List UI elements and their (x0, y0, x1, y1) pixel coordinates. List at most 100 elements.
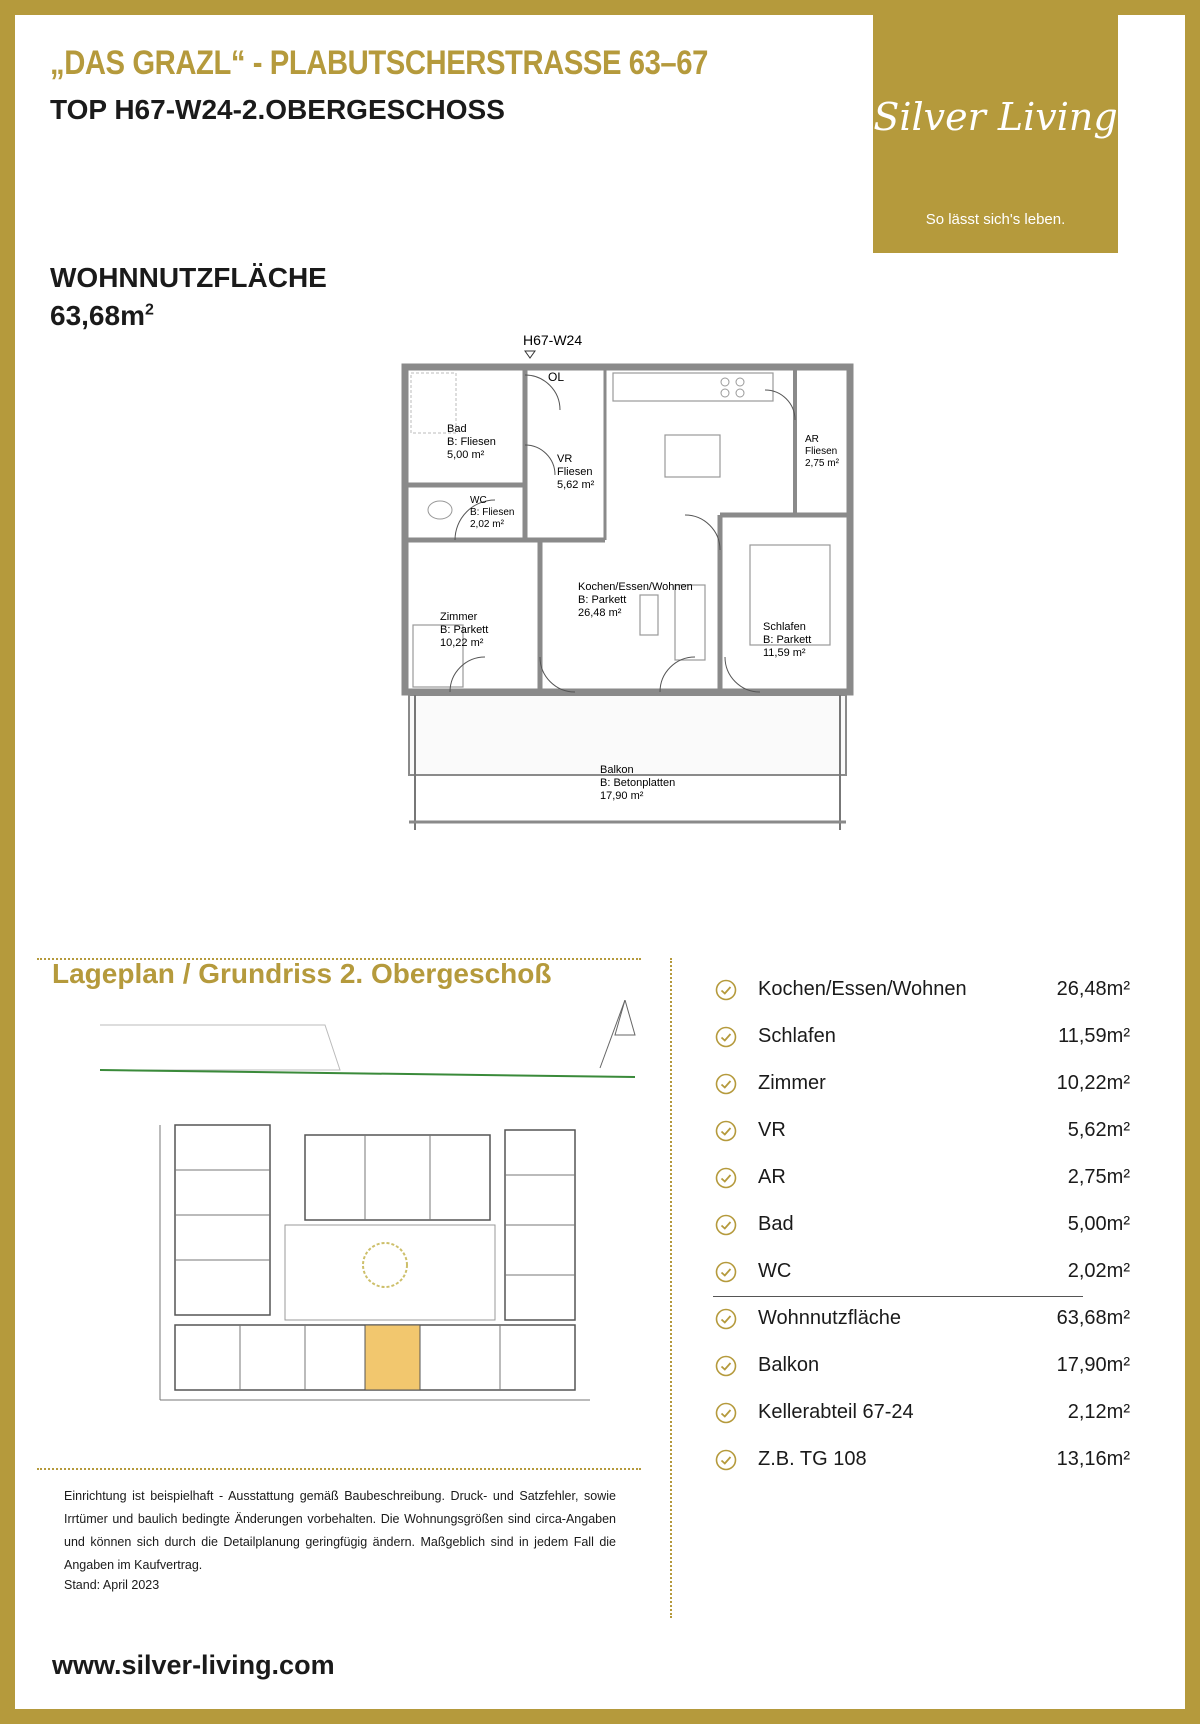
room-list-item: Balkon 17,90m² (715, 1351, 1130, 1398)
svg-text:Schlafen: Schlafen (763, 621, 806, 633)
check-circle-icon (715, 1355, 737, 1377)
check-circle-icon (715, 1026, 737, 1048)
svg-text:2,75 m²: 2,75 m² (805, 458, 840, 469)
door-swing (764, 389, 796, 421)
room-list-name: Wohnnutzfläche (758, 1307, 902, 1329)
room-list-name: AR (758, 1166, 786, 1188)
stove-icon (735, 388, 745, 398)
room-list-value: 63,68m² (1056, 1307, 1130, 1329)
highlighted-unit (364, 1324, 421, 1391)
check-circle-icon (715, 1402, 737, 1424)
courtyard-tree-icon (362, 1242, 408, 1288)
door-swing (524, 444, 556, 476)
svg-text:Fliesen: Fliesen (805, 446, 837, 457)
svg-text:B: Parkett: B: Parkett (440, 624, 488, 636)
stove-icon (735, 377, 745, 387)
room-list-value: 11,59m² (1058, 1025, 1130, 1047)
unit-subtitle: TOP H67-W24-2.OBERGESCHOSS (50, 94, 505, 125)
room-list-value: 5,00m² (1067, 1213, 1130, 1235)
door-swing (539, 656, 576, 693)
kitchen-counter (612, 372, 774, 402)
room-list-name: Schlafen (758, 1025, 836, 1047)
check-circle-icon (715, 1449, 737, 1471)
room-list-item: VR 5,62m² (715, 1116, 1130, 1163)
svg-text:Fliesen: Fliesen (557, 466, 592, 478)
coffee-table (639, 594, 659, 636)
room-list-value: 13,16m² (1056, 1448, 1130, 1470)
svg-text:10,22 m²: 10,22 m² (440, 637, 484, 649)
logo-wordmark: Silver Living (873, 95, 1118, 139)
room-list-value: 5,62m² (1067, 1119, 1130, 1141)
dining-table (664, 434, 721, 478)
living-area-label: WOHNNUTZFLÄCHE (50, 262, 327, 293)
svg-text:B: Parkett: B: Parkett (763, 634, 811, 646)
divider (37, 1468, 641, 1470)
room-list-item: Bad 5,00m² (715, 1210, 1130, 1257)
site-boundary (100, 1024, 341, 1071)
room-list-name: Kellerabteil 67-24 (758, 1401, 914, 1423)
website-link[interactable]: www.silver-living.com (52, 1650, 335, 1680)
svg-text:B: Betonplatten: B: Betonplatten (600, 777, 675, 789)
svg-text:B: Parkett: B: Parkett (578, 594, 626, 606)
bed (412, 624, 464, 688)
svg-text:Balkon: Balkon (600, 764, 634, 776)
room-list-value: 10,22m² (1056, 1072, 1130, 1094)
room-list-value: 17,90m² (1056, 1354, 1130, 1376)
logo-tagline: So lässt sich's leben. (925, 211, 1066, 228)
page-title: „DAS GRAZL“ - PLABUTSCHERSTRASSE 63–67 (50, 44, 708, 82)
room-label-wc: WC B: Fliesen 2,02 m² (470, 495, 514, 530)
room-list-value: 26,48m² (1056, 978, 1130, 1000)
svg-text:5,62 m²: 5,62 m² (557, 479, 595, 491)
room-list-name: Bad (758, 1213, 794, 1235)
svg-text:17,90 m²: 17,90 m² (600, 790, 644, 802)
site-plan (99, 1000, 636, 1401)
site-plan-title: Lageplan / Grundriss 2. Obergeschoß (52, 958, 552, 989)
door-swing (454, 499, 496, 541)
check-circle-icon (715, 1308, 737, 1330)
stove-icon (720, 388, 730, 398)
room-label-vr: VR Fliesen 5,62 m² (557, 453, 595, 491)
svg-text:B: Fliesen: B: Fliesen (447, 436, 496, 448)
check-circle-icon (715, 1073, 737, 1095)
svg-text:11,59 m²: 11,59 m² (763, 647, 806, 659)
street-line (99, 1069, 636, 1078)
room-list-item: Zimmer 10,22m² (715, 1069, 1130, 1116)
divider (37, 958, 641, 960)
room-list-name: WC (758, 1260, 792, 1282)
room-label-ar: AR Fliesen 2,75 m² (805, 434, 840, 469)
disclaimer-text: Einrichtung ist beispielhaft - Ausstattu… (64, 1489, 616, 1572)
floor-plan: H67-W24 OL Bad B: Fliesen 5,00 m² (401, 332, 854, 830)
room-list-name: Zimmer (758, 1072, 826, 1094)
svg-text:B: Fliesen: B: Fliesen (470, 507, 514, 518)
sofa (674, 584, 706, 661)
toilet-icon (427, 500, 453, 520)
living-area-value: 63,68m2 (50, 300, 154, 331)
divider (670, 958, 672, 1618)
svg-text:5,00 m²: 5,00 m² (447, 449, 485, 461)
courtyard (284, 1224, 496, 1321)
room-list-name: VR (758, 1119, 786, 1141)
svg-text:WC: WC (470, 495, 487, 506)
room-list-divider (713, 1296, 1083, 1297)
room-list-item: Schlafen 11,59m² (715, 1022, 1130, 1069)
door-swing (659, 656, 696, 693)
door-swing (524, 374, 561, 411)
building-west (174, 1124, 271, 1316)
check-circle-icon (715, 1261, 737, 1283)
check-circle-icon (715, 979, 737, 1001)
room-label-zimmer: Zimmer B: Parkett 10,22 m² (440, 611, 488, 649)
entrance-marker-icon (524, 350, 536, 359)
building-north (304, 1134, 491, 1221)
svg-text:VR: VR (557, 453, 572, 465)
door-swing (449, 656, 486, 693)
check-circle-icon (715, 1120, 737, 1142)
stove-icon (720, 377, 730, 387)
room-list-name: Balkon (758, 1354, 820, 1376)
door-swing (684, 514, 721, 551)
